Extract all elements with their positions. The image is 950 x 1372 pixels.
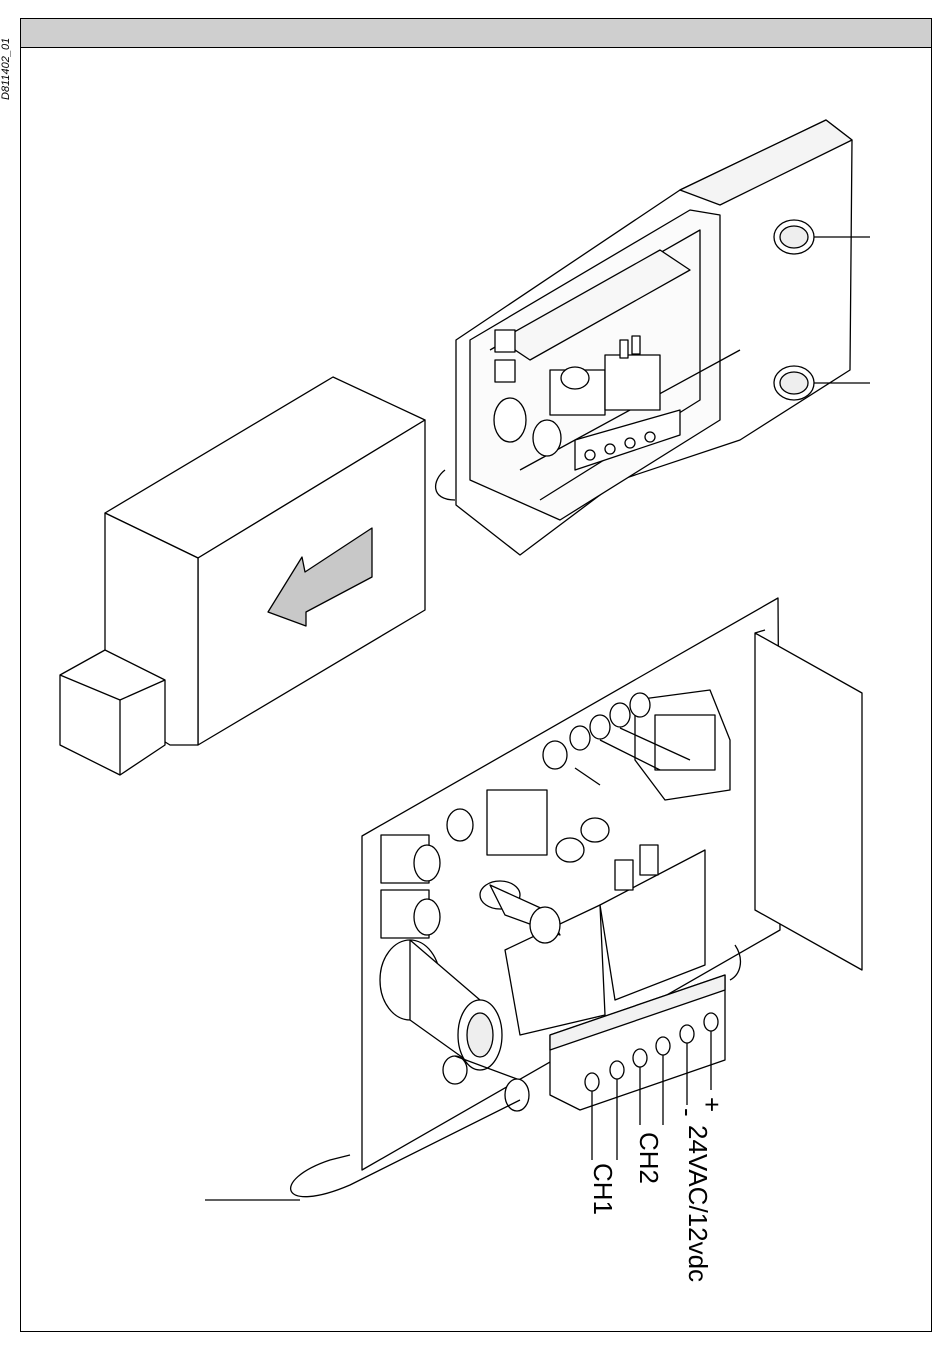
- label-power: 24VAC/12vdc: [683, 1125, 713, 1282]
- label-ch1: CH1: [588, 1163, 618, 1215]
- small-capacitor: [447, 809, 473, 841]
- terminal-screw-3: [633, 1049, 647, 1067]
- terminal-screw-4: [656, 1037, 670, 1055]
- terminal-screw-6: [704, 1013, 718, 1031]
- housing-antenna-wire: [436, 470, 455, 500]
- side-panel: [755, 633, 862, 970]
- mounting-hole-lower: [774, 366, 814, 400]
- dip-connector: [487, 790, 547, 855]
- label-minus: -: [673, 1108, 703, 1117]
- label-ch2: CH2: [634, 1132, 664, 1184]
- terminal-screw-5: [680, 1025, 694, 1043]
- terminal-screw-2: [610, 1061, 624, 1079]
- terminal-screw-1: [585, 1073, 599, 1091]
- mounting-hole-upper: [774, 220, 814, 254]
